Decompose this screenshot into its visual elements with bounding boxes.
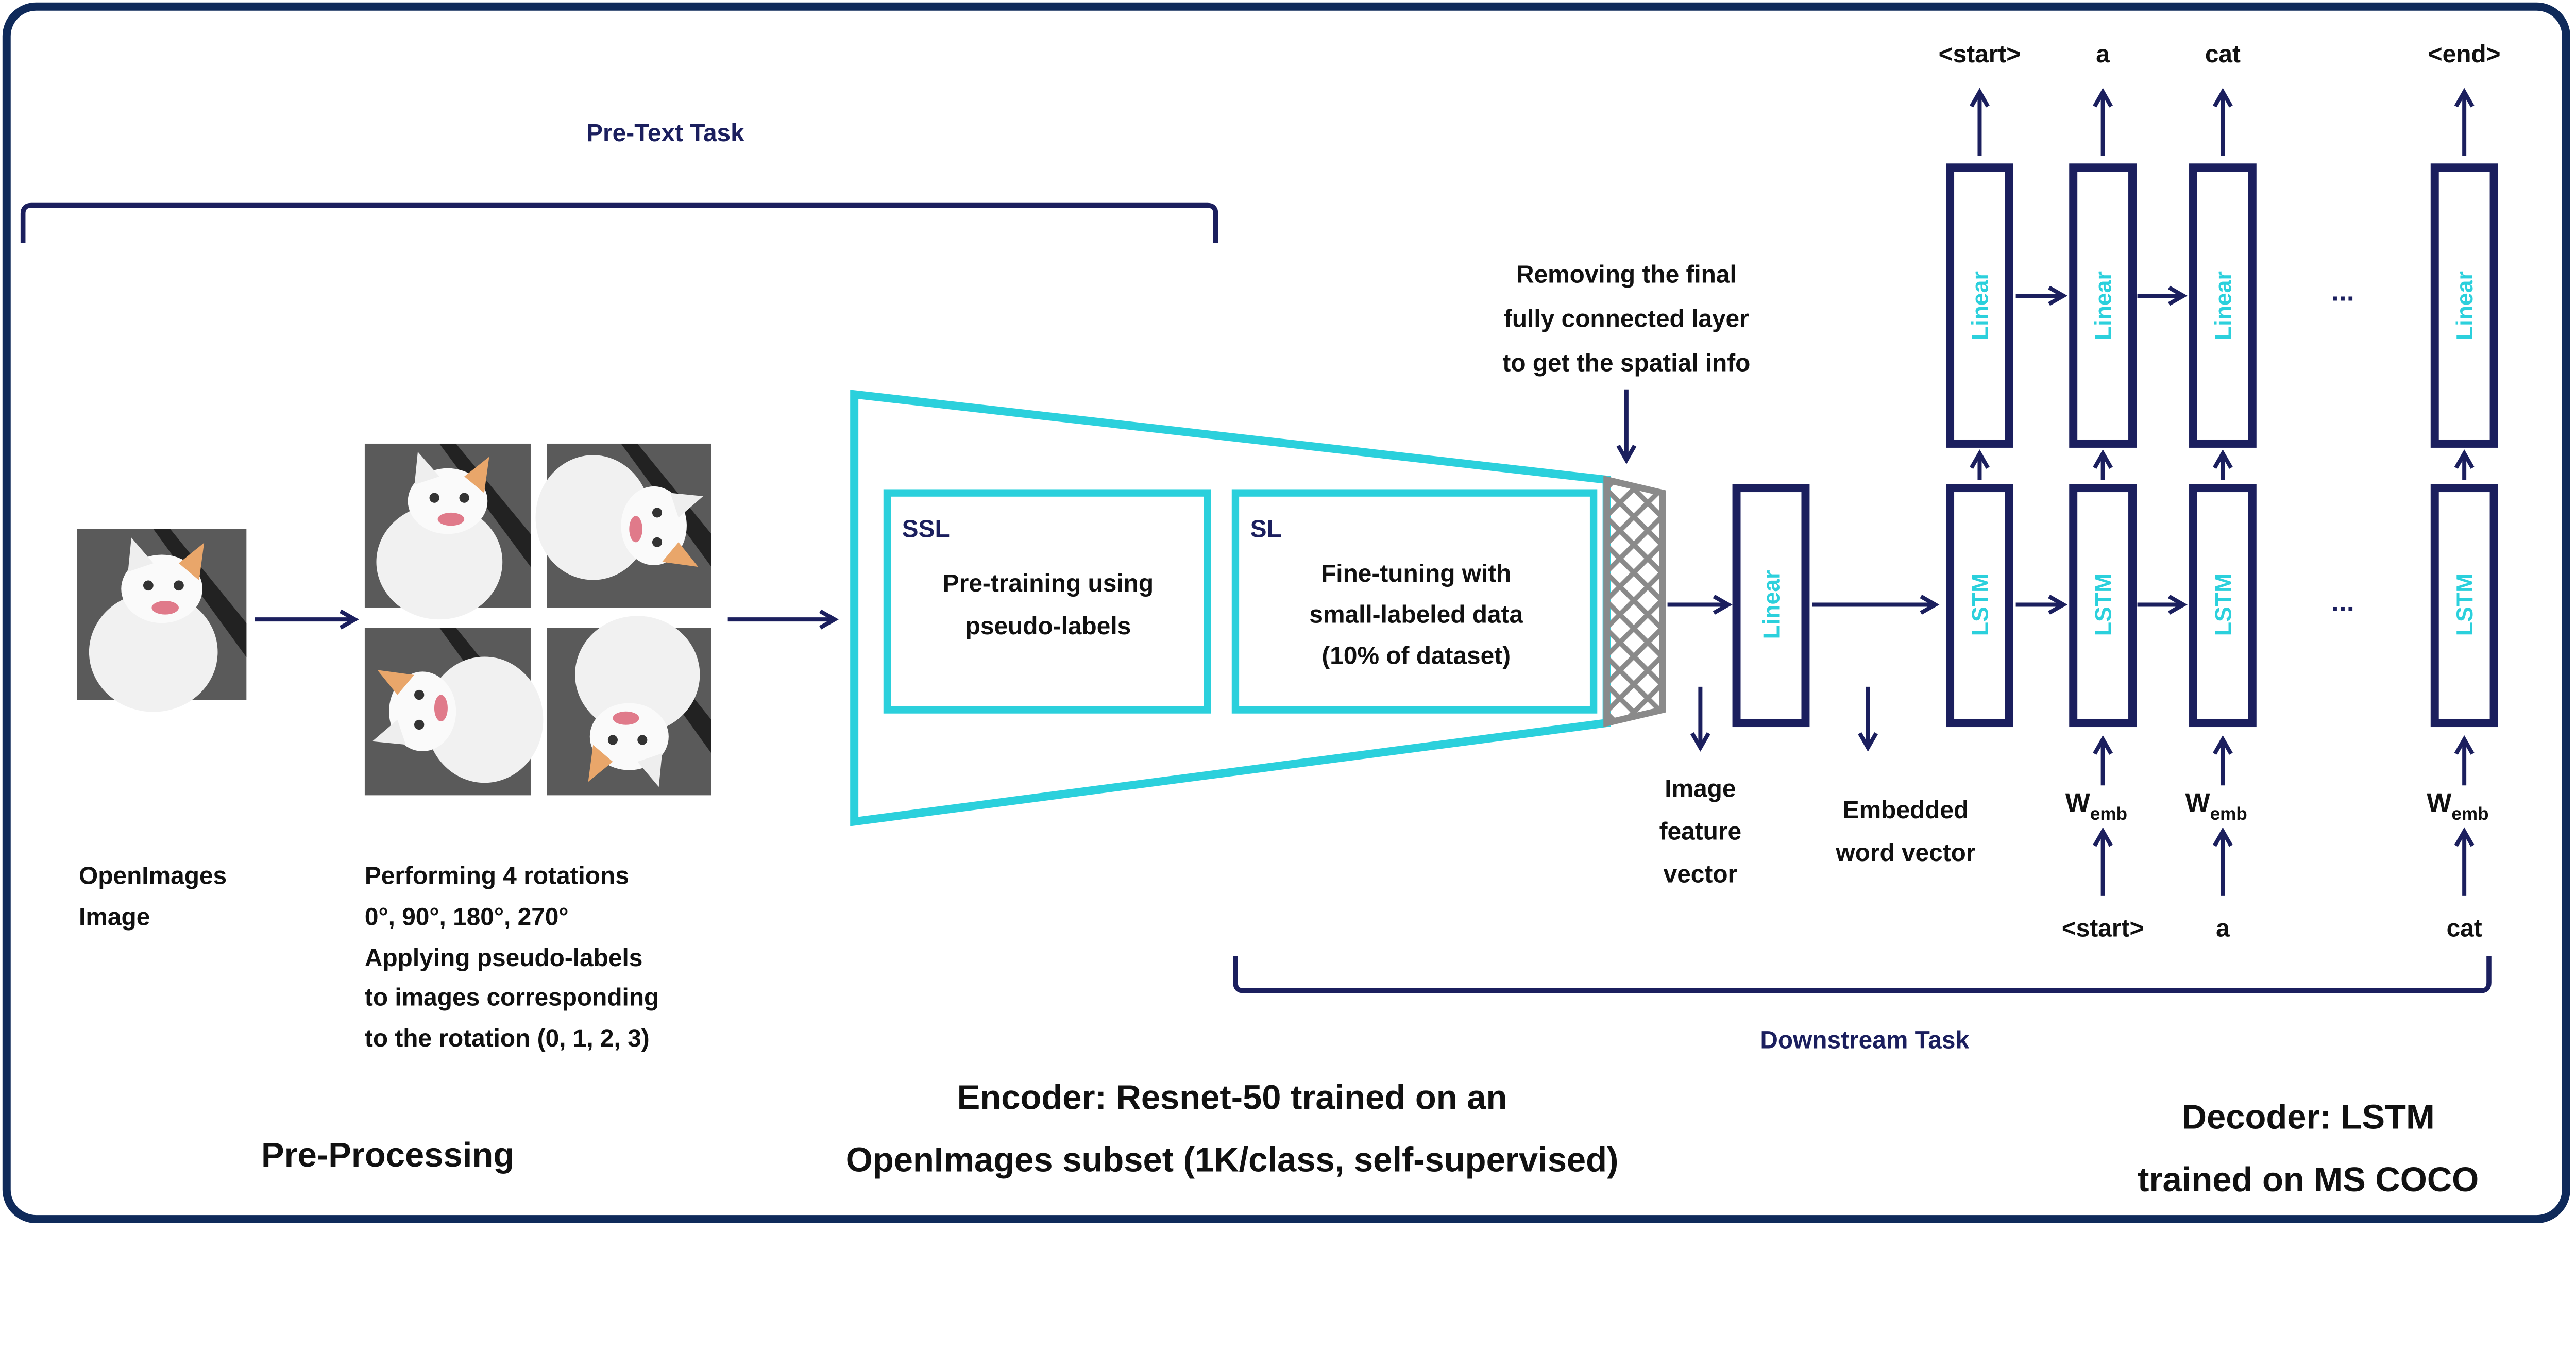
lstm-box bbox=[2069, 484, 2137, 728]
downstream-bracket bbox=[1233, 956, 2492, 993]
input-cat-image bbox=[77, 529, 247, 712]
decoder-title-2: trained on MS COCO bbox=[2138, 1160, 2479, 1199]
encoder-title-2: OpenImages subset (1K/class, self-superv… bbox=[846, 1141, 1619, 1179]
output-token: <end> bbox=[2428, 41, 2501, 68]
encoder-title-1: Encoder: Resnet-50 trained on an bbox=[957, 1078, 1507, 1117]
sl-line-3: (10% of dataset) bbox=[1321, 642, 1511, 669]
lstm-box bbox=[2430, 484, 2498, 728]
encoder-linear-label: Linear bbox=[1759, 570, 1784, 639]
removal-note-2: fully connected layer bbox=[1504, 306, 1749, 333]
removal-note-1: Removing the final bbox=[1516, 261, 1737, 288]
lstm-label: LSTM bbox=[2211, 573, 2236, 636]
rotation-caption-1: Performing 4 rotations bbox=[365, 863, 629, 890]
input-token: <start> bbox=[2062, 915, 2144, 942]
outer-frame bbox=[2, 2, 2570, 1224]
embedded-label-2: word vector bbox=[1835, 839, 1975, 867]
ssl-image-captioning-diagram: Pre-Text Task SSL Pre-training using pse… bbox=[2, 2, 2570, 1224]
decoder-timestep: LSTM Linear <end> Wemb cat bbox=[2427, 41, 2500, 942]
decoder-linear-label: Linear bbox=[2211, 271, 2236, 340]
rotation-caption-2: 0°, 90°, 180°, 270° bbox=[365, 903, 569, 931]
decoder-linear-box bbox=[1946, 163, 2013, 448]
sl-box bbox=[1231, 489, 1598, 714]
decoder-timestep: LSTM Linear <start> bbox=[1939, 41, 2021, 728]
input-token: a bbox=[2216, 915, 2230, 942]
embedded-label-1: Embedded bbox=[1843, 797, 1969, 824]
cat-shape bbox=[89, 537, 218, 712]
cat-shape bbox=[575, 616, 700, 787]
lstm-label: LSTM bbox=[2452, 573, 2478, 636]
lstm-label: LSTM bbox=[1968, 573, 1993, 636]
cat-shape bbox=[372, 656, 544, 783]
decoder-title-1: Decoder: LSTM bbox=[2182, 1098, 2435, 1137]
w-emb-label: Wemb bbox=[2185, 788, 2247, 824]
sl-tag: SL bbox=[1250, 516, 1282, 543]
w-emb-label: Wemb bbox=[2427, 788, 2488, 824]
downstream-task-label: Downstream Task bbox=[1760, 1026, 1969, 1054]
input-token: cat bbox=[2447, 915, 2482, 942]
decoder-linear-box bbox=[2189, 163, 2257, 448]
decoder-linear-label: Linear bbox=[2091, 271, 2116, 340]
input-caption-2: Image bbox=[79, 903, 150, 931]
rotated-cat-image-270 bbox=[364, 628, 544, 796]
output-token: a bbox=[2096, 41, 2110, 68]
decoder-linear-label: Linear bbox=[1968, 271, 1993, 340]
rotation-caption-3: Applying pseudo-labels bbox=[365, 944, 642, 972]
rotated-cat-image-180 bbox=[547, 616, 711, 796]
removed-fc-layer-mesh bbox=[1603, 476, 1666, 728]
sl-line-1: Fine-tuning with bbox=[1321, 560, 1511, 587]
feature-label-3: vector bbox=[1664, 860, 1738, 888]
cat-shape bbox=[376, 451, 503, 620]
ellipsis-lstm: ... bbox=[2331, 586, 2354, 617]
rotation-caption-4: to images corresponding bbox=[365, 984, 659, 1011]
ssl-line-2: pseudo-labels bbox=[965, 613, 1131, 640]
rotated-cat-image-0 bbox=[364, 443, 531, 620]
pretext-task-label: Pre-Text Task bbox=[586, 120, 744, 147]
ssl-tag: SSL bbox=[902, 516, 950, 543]
ellipsis-linear: ... bbox=[2331, 276, 2354, 307]
output-token: <start> bbox=[1939, 41, 2021, 68]
feature-label-1: Image bbox=[1665, 775, 1736, 803]
pretext-bracket bbox=[20, 202, 1218, 243]
lstm-label: LSTM bbox=[2091, 573, 2116, 636]
rotation-caption-5: to the rotation (0, 1, 2, 3) bbox=[365, 1025, 650, 1052]
decoder-linear-label: Linear bbox=[2452, 271, 2478, 340]
w-emb-label: Wemb bbox=[2065, 788, 2127, 824]
input-caption-1: OpenImages bbox=[79, 863, 227, 890]
preprocessing-title: Pre-Processing bbox=[261, 1136, 514, 1174]
lstm-box bbox=[1946, 484, 2013, 728]
output-token: cat bbox=[2205, 41, 2241, 68]
sl-line-2: small-labeled data bbox=[1309, 601, 1523, 629]
decoder-linear-box bbox=[2069, 163, 2137, 448]
ssl-box bbox=[883, 489, 1211, 714]
feature-label-2: feature bbox=[1659, 818, 1741, 845]
decoder-unrolled: LSTMLinear<start>LSTMLinearaWemb<start>L… bbox=[1939, 41, 2501, 942]
decoder-linear-box bbox=[2430, 163, 2498, 448]
rotated-cat-image-90 bbox=[535, 443, 711, 608]
removal-note-3: to get the spatial info bbox=[1502, 350, 1750, 377]
encoder-linear-box bbox=[1732, 484, 1810, 728]
ssl-line-1: Pre-training using bbox=[943, 570, 1154, 597]
lstm-box bbox=[2189, 484, 2257, 728]
cat-shape bbox=[535, 455, 703, 580]
